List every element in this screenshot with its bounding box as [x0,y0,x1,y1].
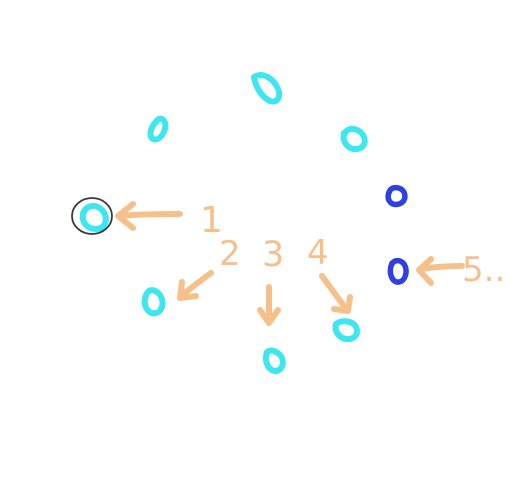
number-label-2: 2 [219,234,241,274]
number-labels: 1 2 3 4 5.. [200,200,505,290]
arrow-down-left [177,270,214,301]
number-label-5: 5.. [462,250,505,290]
arrow-left-to-blue [416,256,465,286]
cyan-circle-upper-right [340,125,368,153]
blue-circle-upper [385,184,408,208]
arrow-down [257,284,281,326]
highlight-ring [71,197,113,235]
cyan-circle-upper-left [147,115,169,143]
blue-circles [385,184,409,285]
orange-arrows [115,201,465,326]
cyan-circles [79,72,368,374]
arrow-left [115,201,183,231]
cyan-circle-bottom [263,347,286,374]
number-label-4: 4 [307,233,329,273]
cyan-circle-top [251,72,283,105]
number-label-3: 3 [262,235,284,275]
arrow-down-right [319,273,353,314]
cyan-circle-lower-right [332,318,360,343]
cyan-circle-lower-left [141,287,166,317]
number-label-1: 1 [200,200,223,241]
blue-circle-lower [387,257,409,285]
cyan-circle-highlighted [79,203,109,232]
